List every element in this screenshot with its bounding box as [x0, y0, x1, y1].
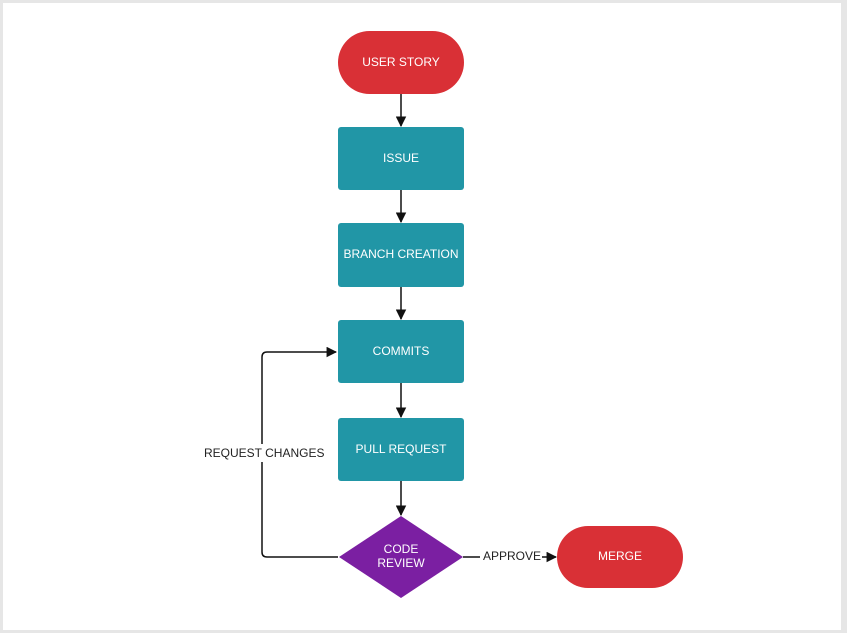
code-review-node [339, 516, 463, 598]
branch-creation-label: BRANCH CREATION [343, 247, 458, 261]
code-review-label-line2: REVIEW [377, 556, 425, 570]
code-review-label-line1: CODE [384, 542, 419, 556]
request-changes-label: REQUEST CHANGES [204, 446, 324, 460]
approve-label: APPROVE [483, 549, 541, 563]
commits-label: COMMITS [373, 344, 430, 358]
merge-label: MERGE [598, 549, 642, 563]
commits-node [338, 320, 464, 383]
merge-node [557, 526, 683, 588]
issue-node [338, 127, 464, 190]
pull-request-label: PULL REQUEST [356, 442, 448, 456]
pull-request-node [338, 418, 464, 481]
diagram-canvas [3, 3, 841, 630]
user-story-node [338, 31, 464, 94]
approve-label-bg [480, 548, 542, 566]
issue-label: ISSUE [383, 151, 419, 165]
user-story-label: USER STORY [362, 55, 440, 69]
branch-creation-node [338, 223, 464, 287]
request-changes-label-bg [200, 444, 324, 462]
